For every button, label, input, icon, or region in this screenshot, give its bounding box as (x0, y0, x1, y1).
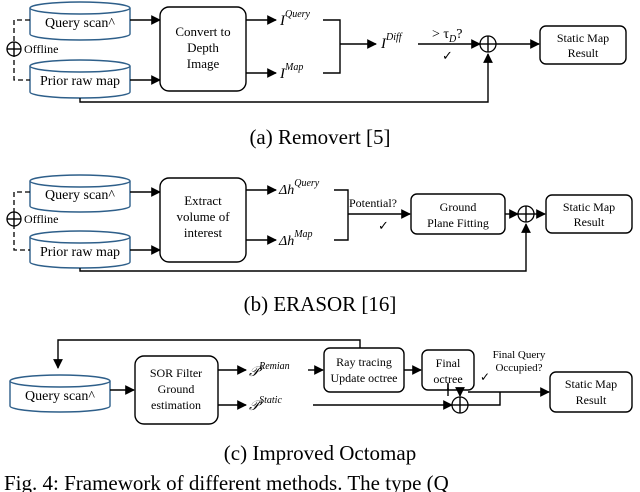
sor-line3: estimation (151, 398, 201, 412)
ground-line1: Ground (440, 200, 477, 214)
offline-label-b: Offline (24, 212, 58, 226)
query-scan-label-b: Query scan^ (45, 188, 115, 203)
threshold-label: > τD? (432, 27, 462, 45)
query-scan-cylinder-a: Query scan^ (29, 1, 131, 41)
figure-caption-fragment: Fig. 4: Framework of different methods. … (4, 471, 449, 492)
result-line2-b: Result (574, 215, 605, 229)
convert-line1: Convert to (175, 24, 230, 39)
result-line2-a: Result (568, 46, 599, 60)
p-static-label: 𝒫Static (249, 395, 282, 414)
prior-raw-map-cylinder-a: Prior raw map (29, 59, 131, 99)
sor-filter-box (134, 355, 219, 425)
query-scan-cylinder-b: Query scan^ (29, 174, 131, 213)
caption-c: (c) Improved Octomap (224, 441, 416, 465)
prior-raw-map-label-b: Prior raw map (40, 245, 120, 260)
final-query-line2: Occupied? (495, 362, 542, 374)
convert-line2: Depth (187, 40, 219, 55)
ray-line2: Update octree (331, 371, 398, 385)
p-remian-label: 𝒫Remian (249, 361, 290, 380)
result-line2-c: Result (576, 393, 607, 407)
panel-c: Query scan^ SOR Filter Ground estimation… (9, 339, 633, 465)
query-scan-label-a: Query scan^ (45, 16, 115, 31)
prior-raw-map-label-a: Prior raw map (40, 74, 120, 89)
caption-a: (a) Removert [5] (249, 125, 390, 149)
check-icon-a: ✓ (442, 48, 453, 63)
query-scan-cylinder-c: Query scan^ (9, 374, 111, 413)
i-map-label: IMap (279, 62, 303, 82)
static-map-result-box-c (549, 371, 633, 413)
i-query-label: IQuery (279, 9, 311, 29)
merge-circle-b (517, 205, 535, 223)
query-scan-label-c: Query scan^ (25, 389, 95, 404)
result-line1-c: Static Map (565, 377, 617, 391)
merge-circle-c (451, 396, 469, 414)
prior-raw-map-cylinder-b: Prior raw map (29, 230, 131, 269)
sor-line1: SOR Filter (150, 366, 202, 380)
merge-circle-a (479, 35, 497, 53)
dh-query-label: ΔhQuery (278, 178, 320, 198)
final-query-line1: Final Query (493, 349, 546, 361)
final-line2: octree (433, 372, 462, 386)
check-icon-b: ✓ (378, 218, 389, 233)
convert-line3: Image (187, 56, 220, 71)
offline-sum-b (6, 211, 22, 227)
panel-b: Query scan^ Prior raw map Offline Extrac… (6, 174, 633, 316)
offline-label-a: Offline (24, 42, 58, 56)
extract-line1: Extract (184, 193, 222, 208)
extract-line3: interest (184, 225, 223, 240)
static-map-result-box-a (539, 25, 627, 65)
ground-line2: Plane Fitting (427, 216, 489, 230)
potential-label: Potential? (349, 196, 397, 210)
result-line1-a: Static Map (557, 31, 609, 45)
ray-line1: Ray tracing (336, 355, 392, 369)
check-icon-c: ✓ (480, 370, 490, 384)
offline-sum-a (6, 41, 22, 57)
static-map-result-box-b (545, 194, 633, 234)
dh-map-label: ΔhMap (278, 229, 313, 249)
extract-line2: volume of (176, 209, 230, 224)
i-diff-label: IDiff (380, 32, 403, 52)
extract-volume-box (159, 177, 247, 263)
panel-a: Query scan^ Prior raw map Offline Conver… (6, 1, 627, 149)
final-line1: Final (436, 356, 461, 370)
offline-bracket-a (13, 19, 30, 81)
sor-line2: Ground (158, 382, 195, 396)
convert-depth-image-box (159, 6, 247, 92)
result-line1-b: Static Map (563, 200, 615, 214)
caption-b: (b) ERASOR [16] (244, 292, 397, 316)
